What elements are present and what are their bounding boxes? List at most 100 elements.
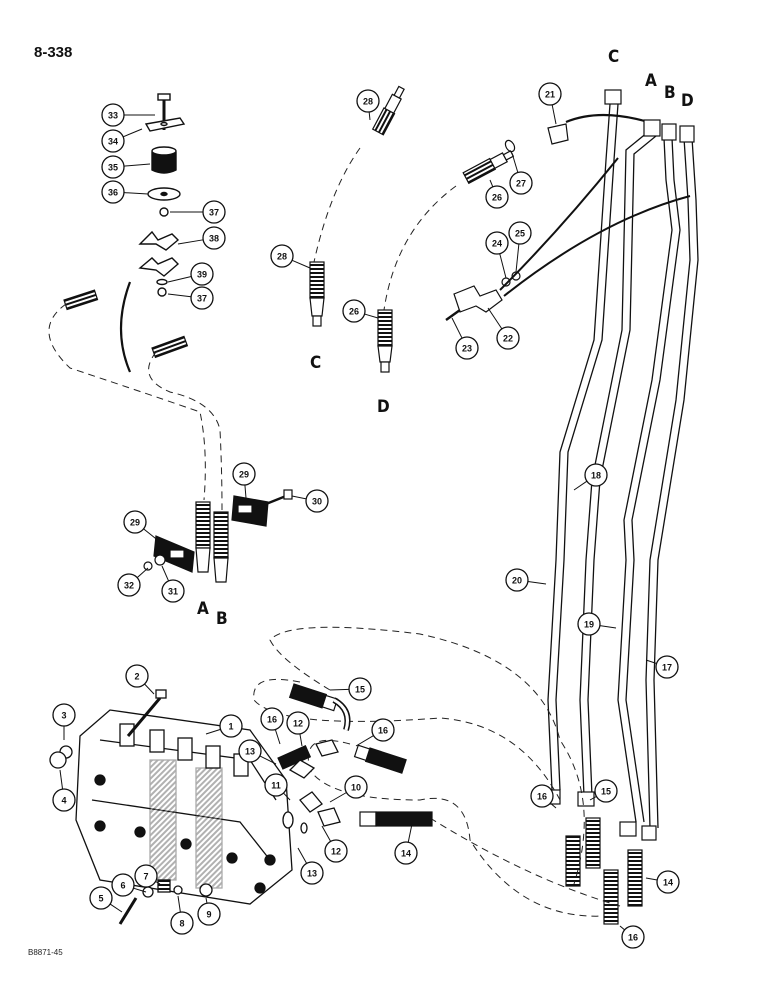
- leader-line: [489, 179, 494, 188]
- letter-fit-d: D: [377, 397, 390, 417]
- callout-circle: [656, 870, 680, 894]
- callout-number: 36: [108, 187, 118, 197]
- callout-number: 26: [349, 306, 359, 316]
- callout-circle: [577, 612, 601, 636]
- callout-5: 5: [89, 886, 123, 913]
- nut-37b: [157, 287, 167, 297]
- callout-number: 35: [108, 162, 118, 172]
- leader-line: [109, 903, 123, 913]
- callout-number: 16: [267, 714, 277, 724]
- leader-line: [259, 755, 277, 765]
- callout-2: 2: [125, 664, 155, 695]
- callout-number: 24: [492, 238, 502, 248]
- callout-number: 17: [662, 662, 672, 672]
- letter-top-d: D: [681, 91, 694, 111]
- callout-10: 10: [329, 775, 368, 803]
- callout-circle: [190, 286, 214, 310]
- leader-line: [155, 881, 161, 885]
- callout-number: 6: [120, 880, 125, 890]
- callout-circle: [324, 839, 348, 863]
- callout-circle: [202, 226, 226, 250]
- leader-line: [368, 111, 371, 121]
- washer-39: [156, 278, 168, 286]
- callout-circle: [101, 103, 125, 127]
- leader-line: [244, 484, 247, 499]
- callout-number: 23: [462, 343, 472, 353]
- callout-38: 38: [177, 226, 226, 250]
- leader-line: [364, 313, 379, 319]
- leader-line: [589, 795, 597, 801]
- tube-top-fittings: [604, 89, 695, 143]
- callout-number: 16: [378, 725, 388, 735]
- leader-line: [645, 659, 657, 664]
- leader-line: [291, 495, 307, 500]
- callouts: 3334353637383937282726282621242522232930…: [52, 82, 680, 949]
- callout-circle: [111, 873, 135, 897]
- callout-number: 8: [179, 918, 184, 928]
- callout-6: 6: [111, 873, 147, 897]
- callout-17: 17: [645, 655, 679, 679]
- callout-16: 16: [260, 707, 284, 745]
- callout-number: 14: [401, 848, 411, 858]
- callout-circle: [202, 200, 226, 224]
- callout-3: 3: [52, 703, 76, 740]
- callout-circle: [621, 925, 645, 949]
- washer-4: [49, 751, 67, 769]
- callout-33: 33: [101, 103, 155, 127]
- callout-number: 9: [206, 909, 211, 919]
- leader-line: [177, 895, 181, 913]
- callout-26: 26: [485, 179, 509, 209]
- callout-number: 16: [537, 791, 547, 801]
- leader-line: [329, 792, 347, 803]
- leader-line: [205, 897, 208, 904]
- leader-line: [205, 728, 221, 735]
- callout-circle: [125, 664, 149, 688]
- callout-1: 1: [205, 714, 243, 738]
- hose-ends-left: [63, 281, 189, 373]
- control-valve-bank: [49, 689, 341, 925]
- leader-line: [407, 823, 413, 843]
- callout-circle: [348, 677, 372, 701]
- callout-circle: [52, 703, 76, 727]
- fitting-c: [604, 89, 622, 105]
- callout-25: 25: [508, 221, 532, 273]
- callout-19: 19: [577, 612, 617, 636]
- callout-number: 7: [143, 871, 148, 881]
- callout-number: 34: [108, 136, 118, 146]
- callout-circle: [260, 707, 284, 731]
- leader-line: [136, 567, 149, 579]
- callout-circle: [455, 336, 479, 360]
- dashed-hoses-cd: [313, 147, 457, 311]
- callout-circle: [89, 886, 113, 910]
- callout-37: 37: [167, 286, 214, 310]
- leader-line: [59, 769, 64, 790]
- callout-number: 38: [209, 233, 219, 243]
- callout-number: 27: [516, 178, 526, 188]
- leader-line: [167, 293, 192, 298]
- callout-13: 13: [238, 739, 277, 765]
- fitting-a: [643, 119, 661, 137]
- leader-line: [599, 625, 617, 629]
- callout-number: 12: [331, 846, 341, 856]
- callout-26: 26: [342, 299, 379, 323]
- leader-line: [451, 317, 463, 339]
- bolt-23: [445, 309, 461, 321]
- leader-line: [329, 688, 350, 691]
- callout-number: 5: [98, 893, 103, 903]
- callout-number: 15: [601, 786, 611, 796]
- mount-stack: [138, 93, 186, 297]
- callout-circle: [485, 185, 509, 209]
- leader-line: [321, 825, 332, 842]
- callout-number: 13: [307, 868, 317, 878]
- callout-circle: [101, 155, 125, 179]
- callout-15: 15: [589, 779, 618, 803]
- callout-circle: [508, 221, 532, 245]
- callout-22: 22: [487, 307, 520, 350]
- callout-circle: [344, 775, 368, 799]
- callout-circle: [238, 739, 262, 763]
- callout-number: 22: [503, 333, 513, 343]
- o-ring-27: [504, 139, 516, 153]
- fitting-b: [661, 123, 677, 141]
- callout-number: 37: [209, 207, 219, 217]
- leader-line: [355, 735, 374, 747]
